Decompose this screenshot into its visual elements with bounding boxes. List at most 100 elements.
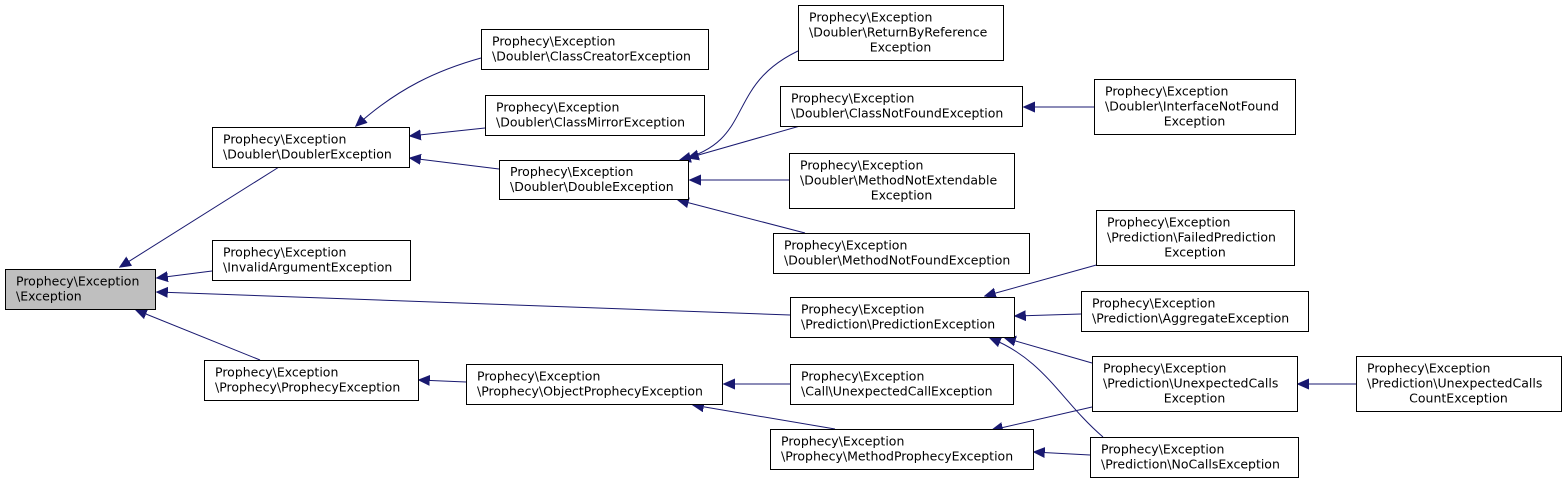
- class-label-method-not-found-line-2: \Doubler\MethodNotFoundException: [784, 253, 1010, 268]
- class-box-method-not-found: [773, 233, 1030, 274]
- class-label-doubler-line-2: \Doubler\DoublerException: [223, 147, 392, 162]
- class-box-prophecy: [204, 360, 419, 401]
- edge-double-to-doubler: [410, 158, 500, 170]
- class-box-no-calls: [1090, 437, 1299, 478]
- class-label-unexpected-call-line-1: Prophecy\Exception: [801, 369, 924, 384]
- class-box-return-by-reference: [798, 5, 1004, 61]
- class-box-class-creator: [481, 29, 709, 70]
- class-label-no-calls-line-2: \Prediction\NoCallsException: [1101, 457, 1280, 472]
- class-node-prediction[interactable]: Prophecy\Exception\Prediction\Prediction…: [790, 297, 1015, 338]
- class-box-unexpected-call: [790, 364, 1014, 405]
- class-node-method-not-found[interactable]: Prophecy\Exception\Doubler\MethodNotFoun…: [773, 233, 1030, 274]
- class-node-method-prophecy[interactable]: Prophecy\Exception\Prophecy\MethodProphe…: [770, 429, 1034, 470]
- class-label-unexpected-calls-count-line-1: Prophecy\Exception: [1367, 361, 1490, 376]
- class-label-method-not-extendable-line-3: Exception: [871, 188, 933, 203]
- class-node-interface-not-found[interactable]: Prophecy\Exception\Doubler\InterfaceNotF…: [1094, 79, 1296, 135]
- class-label-object-prophecy-line-2: \Prophecy\ObjectProphecyException: [477, 384, 703, 399]
- edge-method-not-found-to-double: [678, 200, 806, 234]
- class-box-doubler: [212, 127, 410, 168]
- class-label-double-line-1: Prophecy\Exception: [510, 164, 633, 179]
- class-label-root-line-1: Prophecy\Exception: [16, 274, 139, 289]
- edge-unexpected-calls-to-prediction: [1005, 338, 1093, 364]
- class-label-doubler-line-1: Prophecy\Exception: [223, 132, 346, 147]
- edge-no-calls-to-prediction: [990, 338, 1104, 438]
- class-box-double: [499, 160, 689, 200]
- class-node-unexpected-calls-count[interactable]: Prophecy\Exception\Prediction\Unexpected…: [1356, 356, 1562, 412]
- class-label-unexpected-calls-line-3: Exception: [1164, 391, 1226, 406]
- class-label-failed-prediction-line-3: Exception: [1164, 245, 1226, 260]
- class-box-method-not-extendable: [789, 153, 1015, 209]
- class-label-unexpected-calls-count-line-3: CountException: [1409, 391, 1508, 406]
- class-label-interface-not-found-line-2: \Doubler\InterfaceNotFound: [1105, 99, 1279, 114]
- class-label-prophecy-line-2: \Prophecy\ProphecyException: [215, 380, 400, 395]
- class-label-class-not-found-line-1: Prophecy\Exception: [791, 91, 914, 106]
- inheritance-edges: [120, 44, 1356, 455]
- edge-class-mirror-to-doubler: [410, 127, 486, 136]
- class-label-method-not-extendable-line-1: Prophecy\Exception: [800, 158, 923, 173]
- class-node-doubler[interactable]: Prophecy\Exception\Doubler\DoublerExcept…: [212, 127, 410, 168]
- class-nodes: Prophecy\Exception\ExceptionProphecy\Exc…: [5, 5, 1562, 478]
- class-label-interface-not-found-line-1: Prophecy\Exception: [1105, 84, 1228, 99]
- class-box-object-prophecy: [466, 364, 723, 405]
- class-label-unexpected-call-line-2: \Call\UnexpectedCallException: [801, 384, 993, 399]
- class-label-return-by-reference-line-2: \Doubler\ReturnByReference: [809, 25, 988, 40]
- class-node-double[interactable]: Prophecy\Exception\Doubler\DoubleExcepti…: [499, 160, 689, 200]
- edge-invalid-argument-to-root: [157, 270, 213, 278]
- class-node-return-by-reference[interactable]: Prophecy\Exception\Doubler\ReturnByRefer…: [798, 5, 1004, 61]
- class-label-failed-prediction-line-2: \Prediction\FailedPrediction: [1107, 230, 1276, 245]
- class-box-root: [5, 269, 156, 310]
- class-node-aggregate[interactable]: Prophecy\Exception\Prediction\AggregateE…: [1081, 291, 1309, 332]
- edge-aggregate-to-prediction: [1015, 314, 1082, 316]
- class-label-return-by-reference-line-3: Exception: [870, 40, 932, 55]
- class-box-failed-prediction: [1096, 210, 1295, 266]
- class-label-interface-not-found-line-3: Exception: [1164, 114, 1226, 129]
- edge-prediction-to-root: [157, 292, 791, 316]
- class-box-prediction: [790, 297, 1015, 338]
- edge-unexpected-calls-to-method-prophecy: [992, 406, 1093, 430]
- class-box-invalid-argument: [212, 240, 411, 281]
- class-box-class-mirror: [485, 95, 705, 136]
- class-label-class-creator-line-1: Prophecy\Exception: [492, 34, 615, 49]
- class-label-object-prophecy-line-1: Prophecy\Exception: [477, 369, 600, 384]
- class-label-method-not-found-line-1: Prophecy\Exception: [784, 238, 907, 253]
- edge-return-by-reference-to-double: [680, 44, 813, 160]
- class-node-no-calls[interactable]: Prophecy\Exception\Prediction\NoCallsExc…: [1090, 437, 1299, 478]
- class-node-prophecy[interactable]: Prophecy\Exception\Prophecy\ProphecyExce…: [204, 360, 419, 401]
- class-node-invalid-argument[interactable]: Prophecy\Exception\InvalidArgumentExcept…: [212, 240, 411, 281]
- class-label-method-not-extendable-line-2: \Doubler\MethodNotExtendable: [800, 173, 997, 188]
- class-node-class-mirror[interactable]: Prophecy\Exception\Doubler\ClassMirrorEx…: [485, 95, 705, 136]
- class-label-class-creator-line-2: \Doubler\ClassCreatorException: [492, 49, 691, 64]
- class-box-method-prophecy: [770, 429, 1034, 470]
- edge-method-prophecy-to-object-prophecy: [693, 405, 836, 430]
- edge-object-prophecy-to-prophecy: [419, 380, 467, 382]
- class-label-class-not-found-line-2: \Doubler\ClassNotFoundException: [791, 106, 1003, 121]
- class-label-aggregate-line-2: \Prediction\AggregateException: [1092, 311, 1289, 326]
- class-node-failed-prediction[interactable]: Prophecy\Exception\Prediction\FailedPred…: [1096, 210, 1295, 266]
- class-node-unexpected-calls[interactable]: Prophecy\Exception\Prediction\Unexpected…: [1092, 356, 1298, 412]
- class-node-unexpected-call[interactable]: Prophecy\Exception\Call\UnexpectedCallEx…: [790, 364, 1014, 405]
- class-label-prediction-line-2: \Prediction\PredictionException: [801, 317, 995, 332]
- class-node-method-not-extendable[interactable]: Prophecy\Exception\Doubler\MethodNotExte…: [789, 153, 1015, 209]
- class-label-method-prophecy-line-2: \Prophecy\MethodProphecyException: [781, 449, 1013, 464]
- edge-no-calls-to-method-prophecy: [1034, 452, 1091, 455]
- edge-class-not-found-to-double: [688, 125, 801, 158]
- class-label-invalid-argument-line-2: \InvalidArgumentException: [223, 260, 392, 275]
- class-label-class-mirror-line-1: Prophecy\Exception: [496, 100, 619, 115]
- edge-doubler-to-root: [120, 166, 280, 267]
- class-label-return-by-reference-line-1: Prophecy\Exception: [809, 10, 932, 25]
- edge-prophecy-to-root: [136, 310, 261, 361]
- class-box-unexpected-calls-count: [1356, 356, 1562, 412]
- edge-failed-prediction-to-prediction: [985, 263, 1101, 296]
- class-node-root[interactable]: Prophecy\Exception\Exception: [5, 269, 156, 310]
- class-node-object-prophecy[interactable]: Prophecy\Exception\Prophecy\ObjectProphe…: [466, 364, 723, 405]
- class-node-class-creator[interactable]: Prophecy\Exception\Doubler\ClassCreatorE…: [481, 29, 709, 70]
- class-node-class-not-found[interactable]: Prophecy\Exception\Doubler\ClassNotFound…: [780, 86, 1023, 127]
- class-label-unexpected-calls-line-1: Prophecy\Exception: [1103, 361, 1226, 376]
- class-label-root-line-2: \Exception: [16, 289, 82, 304]
- class-box-unexpected-calls: [1092, 356, 1298, 412]
- class-label-class-mirror-line-2: \Doubler\ClassMirrorException: [496, 115, 685, 130]
- class-box-interface-not-found: [1094, 79, 1296, 135]
- class-label-invalid-argument-line-1: Prophecy\Exception: [223, 245, 346, 260]
- edge-class-creator-to-doubler: [356, 57, 482, 126]
